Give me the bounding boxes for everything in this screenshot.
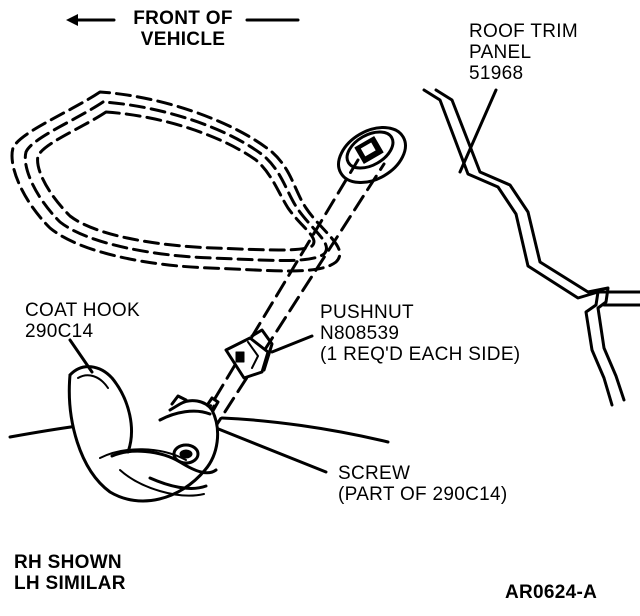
- view-note-line1: RH SHOWN: [14, 552, 122, 573]
- front-of-vehicle-line1: FRONT OF: [133, 8, 233, 29]
- pushnut-label: PUSHNUT N808539 (1 REQ'D EACH SIDE): [320, 302, 520, 365]
- screw-label: SCREW (PART OF 290C14): [338, 463, 508, 505]
- roof-trim-panel-line2: PANEL: [469, 42, 532, 63]
- coat-hook-label: COAT HOOK 290C14: [25, 300, 140, 342]
- pushnut-part: [224, 328, 274, 380]
- screw-line1: SCREW: [338, 463, 411, 484]
- screw-line2: (PART OF 290C14): [338, 484, 508, 505]
- roof-trim-panel: [422, 88, 640, 407]
- roof-trim-panel-line1: ROOF TRIM: [469, 21, 578, 42]
- pushnut-line1: PUSHNUT: [320, 302, 414, 323]
- coat-hook-part: [67, 365, 220, 503]
- roof-trim-panel-part-number: 51968: [469, 63, 524, 84]
- coat-hook-leader: [68, 338, 94, 374]
- roof-trim-panel-label: ROOF TRIM PANEL 51968: [469, 21, 578, 84]
- receiver-boss: [337, 126, 407, 184]
- coat-hook-part-number: 290C14: [25, 321, 94, 342]
- pushnut-note: (1 REQ'D EACH SIDE): [320, 344, 521, 365]
- roof-trim-leader: [458, 88, 498, 174]
- front-of-vehicle-line2: VEHICLE: [140, 29, 226, 50]
- alignment-line: [188, 158, 386, 442]
- coat-hook-line1: COAT HOOK: [25, 300, 140, 321]
- pushnut-part-number: N808539: [320, 323, 400, 344]
- view-note-line2: LH SIMILAR: [14, 573, 126, 594]
- view-note: RH SHOWN LH SIMILAR: [14, 552, 126, 594]
- pushnut-leader: [270, 334, 314, 354]
- screw-leader: [214, 426, 328, 474]
- window-opening: [10, 90, 342, 273]
- figure-id: AR0624-A: [505, 582, 598, 603]
- front-arrow-icon: [66, 14, 300, 26]
- front-of-vehicle-label: FRONT OF VEHICLE: [108, 8, 258, 50]
